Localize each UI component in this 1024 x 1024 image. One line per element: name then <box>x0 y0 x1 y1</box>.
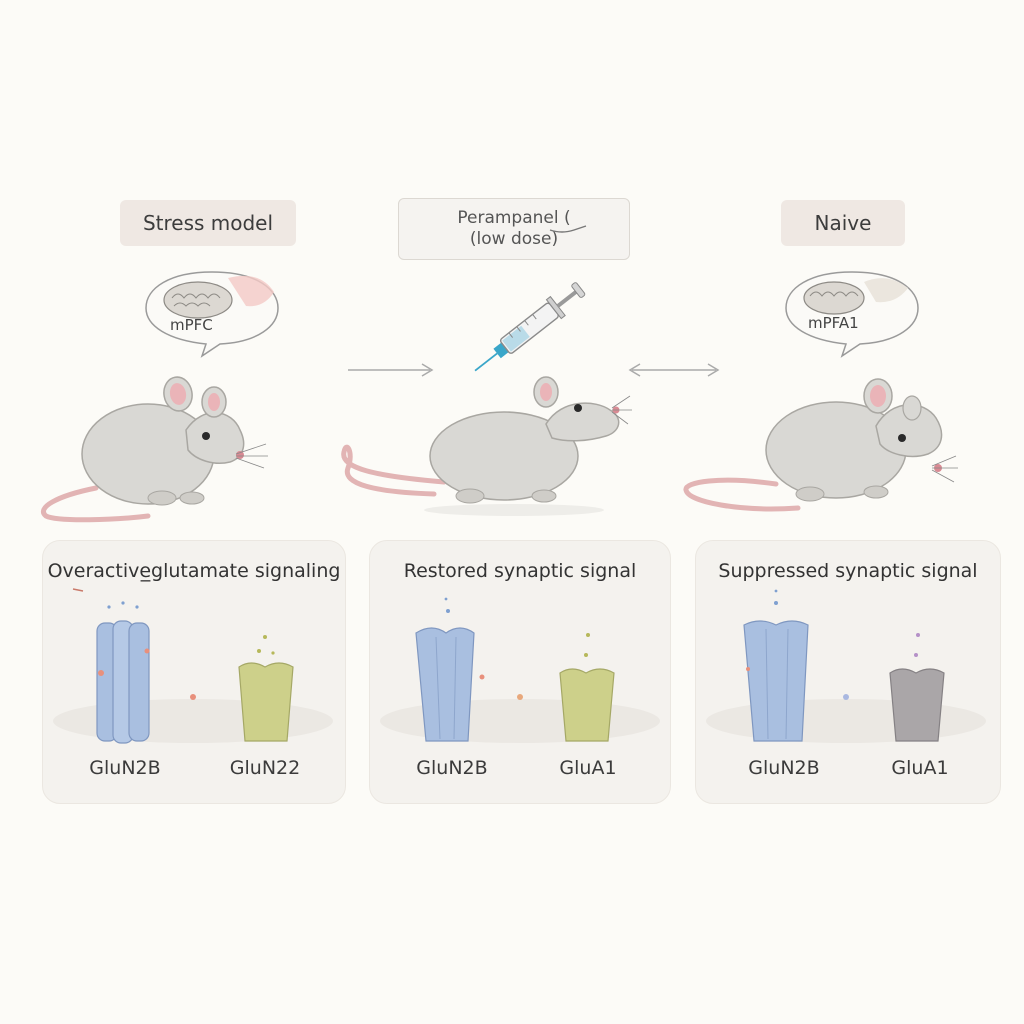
glun2b-receptor-icon <box>743 589 809 742</box>
panel-restored: Restored synaptic signal GluN2B GluA1 <box>369 540 671 804</box>
receptor-left-label: GluN2B <box>416 757 488 779</box>
perampanel-line2: (low dose) <box>469 229 559 249</box>
brain-icon <box>803 281 865 315</box>
bubble-right-label: mPFA1 <box>808 314 859 332</box>
brain-bubble-right <box>785 271 919 358</box>
squiggle-mark <box>549 225 587 233</box>
bubble-left-label: mPFC <box>170 316 213 334</box>
naive-label: Naive <box>781 200 905 246</box>
arrow-right <box>348 363 434 377</box>
rat-stress <box>41 376 268 523</box>
stress-model-label: Stress model <box>120 200 296 246</box>
receptor-right-label: GluA1 <box>891 757 949 779</box>
glua1-receptor-icon <box>889 633 945 742</box>
panel-title: Overactive̲glutamate signaling <box>47 560 341 582</box>
brain-icon <box>163 281 233 319</box>
panel-title: Restored synaptic signal <box>403 560 637 582</box>
stress-model-text: Stress model <box>142 211 274 235</box>
glua1-receptor-icon <box>559 633 615 742</box>
receptor-right-label: GluA1 <box>559 757 617 779</box>
glun22-receptor-icon <box>238 635 294 742</box>
receptor-right-label: GluN22 <box>229 757 301 779</box>
receptor-left-label: GluN2B <box>89 757 161 779</box>
panel-suppressed: Suppressed synaptic signal GluN2B GluA1 <box>695 540 1001 804</box>
perampanel-line1: Perampanel ( <box>457 207 571 228</box>
rat-naive <box>683 378 958 512</box>
rat-treated <box>341 376 632 516</box>
glun2b-receptor-icon <box>415 597 485 742</box>
perampanel-label: Perampanel ( (low dose) <box>398 198 630 260</box>
receptor-left-label: GluN2B <box>748 757 820 779</box>
syringe-icon <box>474 282 586 372</box>
panel-overactive: Overactive̲glutamate signaling GluN2B Gl… <box>42 540 346 804</box>
brain-bubble-left <box>145 271 279 358</box>
glun2b-receptor-icon <box>96 601 150 744</box>
naive-text: Naive <box>814 211 872 235</box>
panel-title: Suppressed synaptic signal <box>718 560 978 582</box>
receptor-scene <box>706 589 986 743</box>
arrow-double <box>628 363 720 377</box>
receptor-scene <box>380 597 660 743</box>
receptor-scene <box>53 588 333 744</box>
